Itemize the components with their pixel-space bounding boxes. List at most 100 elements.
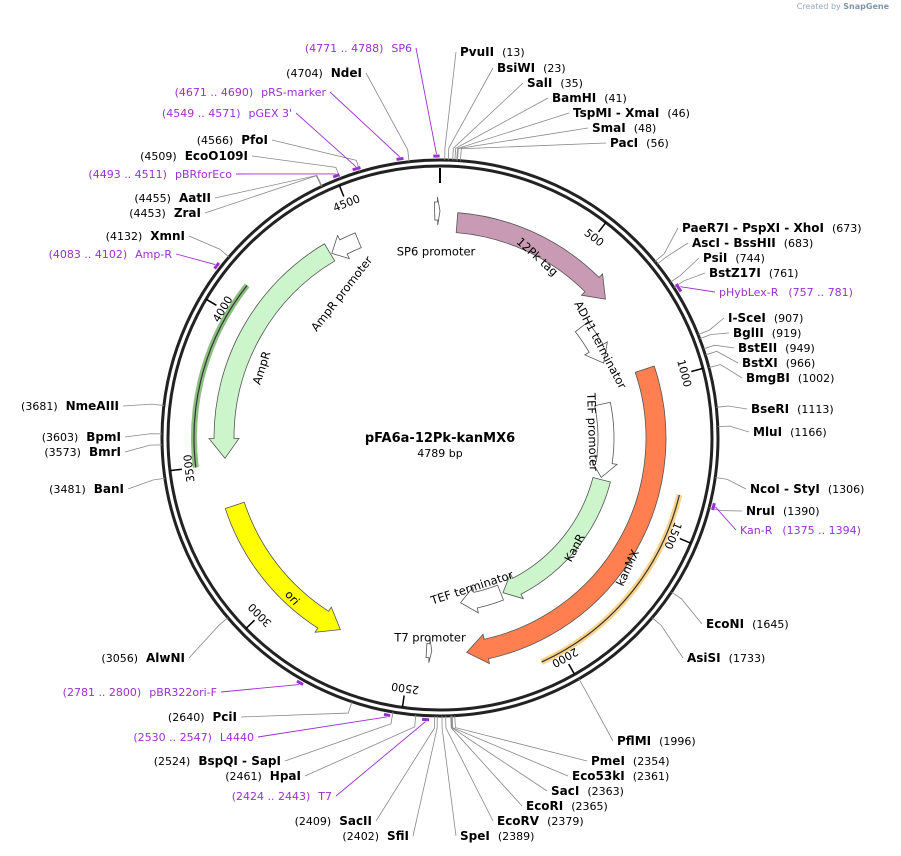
site-leader [716, 405, 748, 410]
site-bamhi[interactable]: BamHI(41) [552, 91, 627, 105]
feature-ampr-promoter[interactable] [331, 232, 362, 260]
site-aatii[interactable]: AatII(4455) [134, 191, 211, 205]
site-psii[interactable]: PsiI(744) [703, 251, 765, 265]
site-bmgbi[interactable]: BmgBI(1002) [746, 371, 834, 385]
primer-pbrforeco[interactable]: pBRforEco(4493 .. 4511) [88, 168, 232, 181]
site-hpai[interactable]: HpaI(2461) [225, 769, 301, 783]
site-name: TspMI - XmaI [573, 106, 659, 120]
labels-layer: PvuII(13) BsiWI(23)SalI(35)BamHI(41)TspMI… [21, 42, 864, 843]
feature-tef-promoter[interactable] [590, 401, 618, 479]
site-name: BseRI [751, 402, 789, 416]
site-name: AscI - BssHII [692, 236, 776, 250]
primer-pbr322ori-f[interactable]: pBR322ori-F(2781 .. 2800) [63, 686, 217, 699]
site-name: I-SceI [728, 311, 766, 325]
site-pvuii[interactable]: PvuII(13) [460, 45, 525, 59]
site-ndei[interactable]: NdeI(4704) [286, 66, 362, 80]
site-alwni[interactable]: AlwNI(3056) [101, 651, 185, 665]
site-name: SfiI [387, 829, 409, 843]
site-position: (3573) [44, 446, 81, 459]
site-name: SpeI [460, 829, 490, 843]
primer-pgex-3[interactable]: pGEX 3'(4549 .. 4571) [162, 107, 292, 120]
primer-mark [383, 712, 391, 718]
site-pflmi[interactable]: PflMI(1996) [617, 734, 696, 748]
site-position: (4455) [134, 192, 171, 205]
site-bsteii[interactable]: BstEII(949) [738, 341, 815, 355]
site-paer7i-pspxi-xhoi[interactable]: PaeR7I - PspXI - XhoI(673) [682, 221, 862, 235]
site-zrai[interactable]: ZraI(4453) [129, 206, 201, 220]
site-pfoi[interactable]: PfoI(4566) [197, 133, 268, 147]
feature-ampr[interactable] [208, 243, 336, 459]
site-tspmi-xmai[interactable]: TspMI - XmaI(46) [573, 106, 690, 120]
site-ecori[interactable]: EcoRI(2365) [526, 799, 608, 813]
site-bsiwi[interactable]: BsiWI(23) [497, 61, 566, 75]
primer-range: (2781 .. 2800) [63, 686, 142, 699]
primer-phyblex-r[interactable]: pHybLex-R(757 .. 781) [719, 286, 853, 299]
primer-sp6[interactable]: SP6(4771 .. 4788) [305, 42, 412, 55]
site-pmei[interactable]: PmeI(2354) [591, 754, 669, 768]
feature-ori[interactable] [224, 501, 341, 633]
site-leader [651, 617, 684, 659]
site-smai[interactable]: SmaI(48) [592, 121, 656, 135]
site-bstz17i[interactable]: BstZ17I(761) [709, 266, 798, 280]
site-sfii[interactable]: SfiI(2402) [342, 829, 409, 843]
site-name: HpaI [270, 769, 301, 783]
primer-name: pRS-marker [261, 86, 326, 99]
site-mlui[interactable]: MluI(1166) [753, 425, 827, 439]
site-econi[interactable]: EcoNI(1645) [706, 617, 789, 631]
site-eco53ki[interactable]: Eco53kI(2361) [572, 769, 669, 783]
site-i-scei[interactable]: I-SceI (907) [728, 311, 803, 325]
site-ncoi-styi[interactable]: NcoI - StyI(1306) [750, 482, 864, 496]
site-name: SacI [551, 784, 579, 798]
site-position: (761) [769, 267, 799, 280]
snapgene-watermark: Created by SnapGene [796, 2, 889, 11]
site-bseri[interactable]: BseRI (1113) [751, 402, 834, 416]
site-ecorv[interactable]: EcoRV(2379) [497, 814, 584, 828]
site-bpmi[interactable]: BpmI(3603) [42, 430, 121, 444]
feature-sp6-promoter[interactable] [434, 196, 441, 226]
site-ecoo109i[interactable]: EcoO109I(4509) [140, 149, 248, 163]
site-name: BstEII [738, 341, 777, 355]
feature-kanmx[interactable] [466, 365, 667, 665]
primer-kan-r[interactable]: Kan-R(1375 .. 1394) [740, 524, 861, 537]
site-bstxi[interactable]: BstXI(966) [742, 356, 815, 370]
site-pcii[interactable]: PciI(2640) [168, 710, 237, 724]
primer-mark [213, 262, 221, 270]
site-name: BamHI [552, 91, 596, 105]
tick-mark [567, 663, 576, 675]
site-position: (1113) [797, 403, 834, 416]
site-nrui[interactable]: NruI(1390) [746, 504, 820, 518]
primer-range: (2530 .. 2547) [133, 731, 212, 744]
site-asci-bsshii[interactable]: AscI - BssHII(683) [692, 236, 813, 250]
site-leader [654, 227, 679, 262]
feature-adh1-terminator[interactable] [574, 321, 608, 364]
site-leader [656, 242, 689, 265]
site-bani[interactable]: BanI(3481) [49, 482, 124, 496]
feature-t7-promoter[interactable] [425, 638, 433, 663]
feature-kanr[interactable] [502, 477, 611, 600]
site-bmri[interactable]: BmrI(3573) [44, 445, 121, 459]
site-position: (1002) [798, 372, 835, 385]
site-position: (4132) [106, 230, 143, 243]
site-paci[interactable]: PacI(56) [610, 136, 669, 150]
site-spei[interactable]: SpeI(2389) [460, 829, 534, 843]
feature-tef-terminator[interactable] [459, 584, 504, 614]
site-xmni[interactable]: XmnI(4132) [106, 229, 185, 243]
site-nmeaiii[interactable]: NmeAIII(3681) [21, 399, 119, 413]
site-position: (907) [774, 312, 804, 325]
tick-label: 1000 [674, 358, 694, 388]
primer-prs-marker[interactable]: pRS-marker(4671 .. 4690) [175, 86, 327, 99]
site-asisi[interactable]: AsiSI(1733) [687, 651, 765, 665]
site-sali[interactable]: SalI(35) [527, 76, 583, 90]
primer-range: (4771 .. 4788) [305, 42, 384, 55]
site-saci[interactable]: SacI(2363) [551, 784, 624, 798]
site-bglii[interactable]: BglII(919) [733, 326, 801, 340]
feature-12pk-tag[interactable] [455, 212, 606, 300]
primer-name: Amp-R [135, 248, 172, 261]
primer-l4440[interactable]: L4440(2530 .. 2547) [133, 731, 254, 744]
primer-amp-r[interactable]: Amp-R(4083 .. 4102) [49, 248, 173, 261]
site-position: (2365) [571, 800, 608, 813]
site-sacii[interactable]: SacII(2409) [295, 814, 372, 828]
primer-t7[interactable]: T7(2424 .. 2443) [232, 790, 332, 803]
site-bspqi-sapi[interactable]: BspQI - SapI(2524) [154, 754, 281, 768]
